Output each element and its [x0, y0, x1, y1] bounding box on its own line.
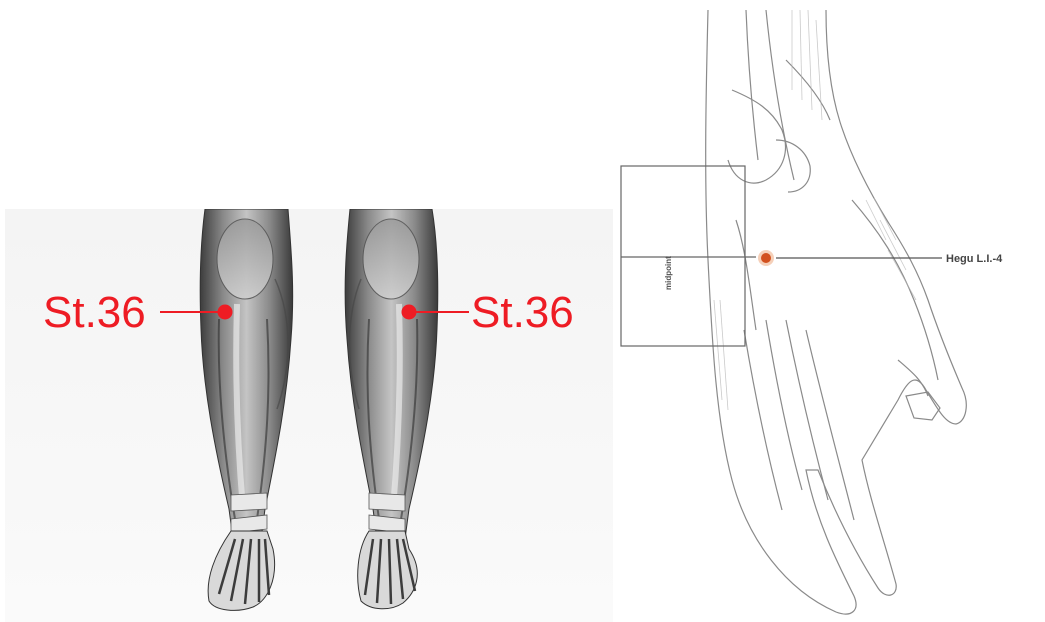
- st36-right-label: St.36: [471, 288, 574, 337]
- legs-illustration: St.36 St.36: [5, 209, 613, 622]
- midpoint-bracket: midpoint: [621, 166, 756, 346]
- hand-illustration: midpoint Hegu L.I.-4: [616, 0, 1045, 622]
- st36-left-label: St.36: [43, 288, 146, 337]
- hegu-marker: Hegu L.I.-4: [758, 250, 1003, 266]
- midpoint-label: midpoint: [664, 256, 673, 290]
- st36-left-point: [218, 305, 233, 320]
- hand-illustration-panel: midpoint Hegu L.I.-4: [616, 0, 1045, 622]
- legs-illustration-panel: St.36 St.36: [5, 209, 613, 622]
- hand-shading: [714, 10, 916, 410]
- hegu-label: Hegu L.I.-4: [946, 253, 1003, 265]
- st36-right-point: [402, 305, 417, 320]
- hegu-point: [761, 253, 771, 263]
